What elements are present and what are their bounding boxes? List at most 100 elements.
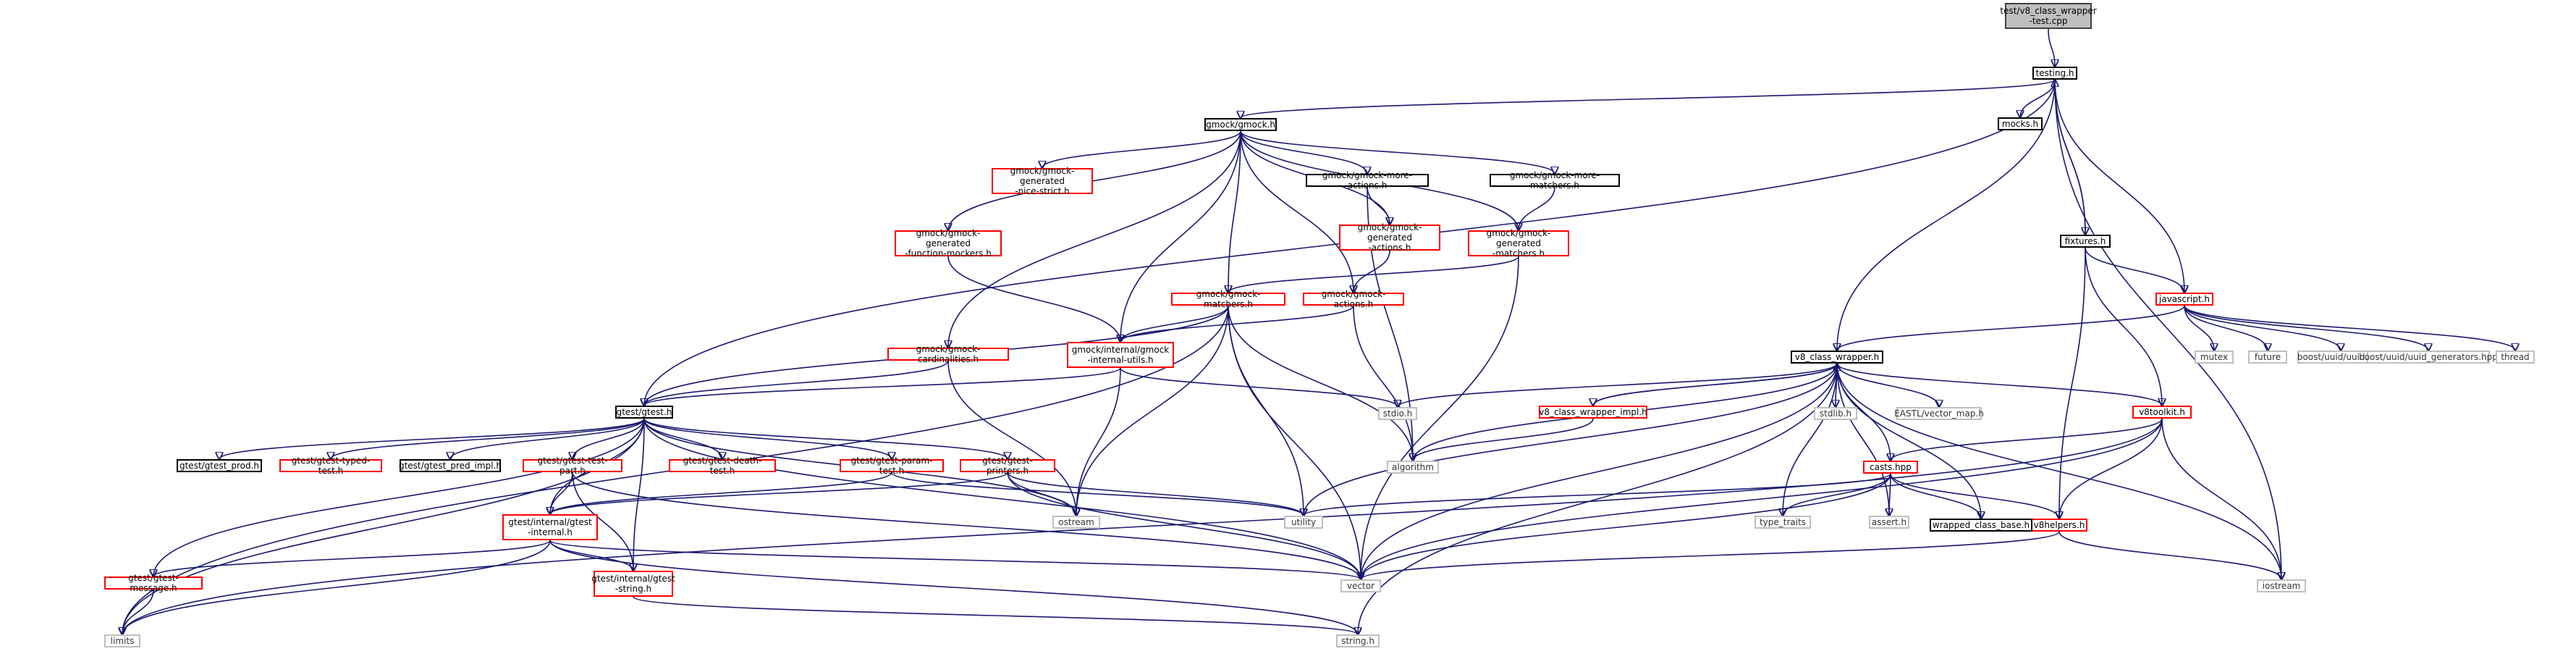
node-limits[interactable]: limits: [104, 634, 140, 647]
edge-gmock_internal_utils-to-stdio: [1120, 367, 1398, 407]
node-assert[interactable]: assert.h: [1869, 516, 1909, 529]
node-eastl-vector-map[interactable]: EASTL/vector_map.h: [1894, 407, 1984, 420]
edge-gmock_actions-to-algorithm: [1353, 305, 1413, 461]
edge-gtest-to-gtest_pred_impl: [450, 418, 645, 459]
node-gmock-actions[interactable]: gmock/gmock-actions.h: [1303, 289, 1404, 309]
edge-gmock-to-gg_function_mockers: [948, 130, 1241, 230]
edge-gmock-to-gmock_more_matchers: [1240, 130, 1555, 174]
edge-v8_class_wrapper-to-v8toolkit: [1836, 363, 2162, 406]
node-stdio[interactable]: stdio.h: [1378, 407, 1417, 420]
edge-gtest_param_test-to-utility: [891, 471, 1304, 516]
edge-root-to-testing: [2048, 28, 2055, 67]
node-v8-class-wrapper-impl[interactable]: v8_class_wrapper_impl.h: [1539, 406, 1647, 419]
edge-v8_class_wrapper_impl-to-algorithm: [1413, 418, 1594, 461]
edge-v8toolkit-to-limits: [122, 418, 2163, 634]
edge-gmock-to-gmock_matchers: [1228, 130, 1241, 293]
node-future[interactable]: future: [2248, 351, 2287, 364]
node-algorithm[interactable]: algorithm: [1387, 461, 1439, 474]
node-casts-hpp[interactable]: casts.hpp: [1863, 461, 1918, 474]
node-javascript-h[interactable]: javascript.h: [2155, 293, 2213, 306]
edge-gtest-to-gtest_printers: [643, 418, 1008, 459]
node-gmock-more-matchers[interactable]: gmock/gmock-more-matchers.h: [1490, 170, 1620, 190]
node-ostream[interactable]: ostream: [1052, 516, 1100, 529]
edge-gtest_param_test-to-gtest_internal: [550, 471, 892, 514]
edge-v8_class_wrapper-to-string: [1358, 363, 1838, 634]
node-testing-h[interactable]: testing.h: [2032, 67, 2077, 80]
node-gmock-internal-utils[interactable]: gmock/internal/gmock -internal-utils.h: [1067, 342, 1174, 368]
node-gmock-generated-matchers[interactable]: gmock/gmock-generated -matchers.h: [1468, 228, 1569, 259]
node-gmock-generated-function-mockers[interactable]: gmock/gmock-generated -function-mockers.…: [895, 228, 1002, 259]
edge-testing-to-v8_class_wrapper: [1837, 79, 2056, 351]
edge-gtest-to-gtest_prod: [219, 418, 645, 459]
edge-gg_matchers-to-gmock_matchers: [1228, 256, 1519, 293]
edge-testing-to-gmock: [1241, 79, 2056, 118]
edge-gmock-to-gmock_more_actions: [1240, 130, 1367, 174]
edge-v8toolkit-to-casts: [1891, 418, 2163, 461]
node-gtest-pred-impl[interactable]: gtest/gtest_pred_impl.h: [398, 459, 502, 472]
node-mutex[interactable]: mutex: [2195, 351, 2234, 364]
node-gtest-string[interactable]: gtest/internal/gtest -string.h: [591, 571, 675, 597]
node-stdlib[interactable]: stdlib.h: [1814, 407, 1857, 420]
node-gtest-prod[interactable]: gtest/gtest_prod.h: [177, 459, 262, 472]
node-gtest-internal[interactable]: gtest/internal/gtest -internal.h: [502, 514, 598, 540]
node-gmock-cardinalities[interactable]: gmock/gmock-cardinalities.h: [887, 344, 1009, 364]
node-type-traits[interactable]: type_traits: [1754, 516, 1811, 529]
node-gtest-param-test[interactable]: gtest/gtest-param-test.h: [840, 456, 944, 476]
edge-v8_class_wrapper-to-wrapped_class_base: [1836, 363, 1981, 519]
node-gmock-h[interactable]: gmock/gmock.h: [1204, 118, 1277, 131]
edge-casts-to-assert: [1889, 473, 1891, 516]
node-gtest-death-test[interactable]: gtest/gtest-death-test.h: [669, 456, 776, 476]
node-string[interactable]: string.h: [1336, 634, 1380, 647]
node-boost-uuid[interactable]: boost/uuid/uuid.hpp: [2297, 351, 2385, 364]
node-gtest-typed-test[interactable]: gtest/gtest-typed-test.h: [279, 456, 382, 476]
edge-v8_class_wrapper-to-assert: [1836, 363, 1889, 516]
edge-v8_class_wrapper-to-utility: [1304, 363, 1838, 516]
edge-fixtures-to-v8toolkit: [2085, 247, 2162, 406]
edge-v8_class_wrapper-to-eastl_vector_map: [1836, 363, 1939, 407]
edge-gmock_matchers-to-vector: [1228, 305, 1361, 579]
node-boost-uuid-generators[interactable]: boost/uuid/uuid_generators.hpp: [2359, 351, 2498, 364]
edge-casts-to-type_traits: [1783, 473, 1891, 516]
edge-v8toolkit-to-vector: [1361, 418, 2163, 579]
edge-v8helpers-to-vector: [1361, 531, 2060, 579]
node-gtest-message[interactable]: gtest/gtest-message.h: [104, 573, 203, 593]
edge-gtest_internal-to-gtest_string: [549, 540, 633, 571]
edge-gtest_internal-to-vector: [549, 540, 1361, 579]
edge-gtest-to-gtest_test_part: [573, 418, 645, 459]
node-iostream[interactable]: iostream: [2257, 579, 2306, 592]
node-gtest-test-part[interactable]: gtest/gtest-test-part.h: [523, 456, 622, 476]
node-gtest-h[interactable]: gtest/gtest.h: [615, 406, 673, 419]
edge-gmock_internal_utils-to-ostream: [1076, 367, 1121, 516]
node-root-test-cpp[interactable]: test/v8_class_wrapper -test.cpp: [2000, 3, 2097, 29]
edge-gg_function_mockers-to-gmock_internal_utils: [947, 256, 1120, 342]
node-gmock-generated-actions[interactable]: gmock/gmock-generated -actions.h: [1339, 222, 1440, 253]
edge-gtest-to-gtest_string: [633, 418, 645, 571]
edge-gmock_matchers-to-ostream: [1076, 305, 1229, 516]
node-utility[interactable]: utility: [1284, 516, 1323, 529]
edge-javascript-to-thread: [2184, 305, 2515, 351]
edge-fixtures-to-javascript: [2085, 247, 2184, 293]
node-gmock-generated-nice-strict[interactable]: gmock/gmock-generated -nice-strict.h: [992, 166, 1093, 196]
node-wrapped-class-base[interactable]: wrapped_class_base.h: [1930, 519, 2032, 532]
edge-casts-to-utility: [1304, 473, 1891, 516]
node-v8helpers[interactable]: v8helpers.h: [2031, 519, 2087, 532]
node-fixtures-h[interactable]: fixtures.h: [2060, 235, 2111, 248]
node-gmock-more-actions[interactable]: gmock/gmock-more-actions.h: [1306, 170, 1429, 190]
edge-gtest-to-vector: [643, 418, 1361, 579]
node-mocks-h[interactable]: mocks.h: [1998, 117, 2043, 130]
node-vector[interactable]: vector: [1340, 579, 1381, 592]
node-gmock-matchers[interactable]: gmock/gmock-matchers.h: [1171, 289, 1285, 309]
edge-testing-to-javascript: [2054, 79, 2184, 293]
edge-fixtures-to-testing: [2055, 80, 2086, 235]
edge-fixtures-to-v8helpers: [2059, 247, 2086, 519]
edge-gg_actions-to-gmock_actions: [1354, 250, 1390, 293]
node-v8toolkit[interactable]: v8toolkit.h: [2132, 406, 2192, 419]
edge-gg_matchers-to-vector: [1361, 256, 1519, 579]
node-v8-class-wrapper[interactable]: v8_class_wrapper.h: [1791, 351, 1883, 364]
node-thread[interactable]: thread: [2496, 351, 2535, 364]
node-gtest-printers[interactable]: gtest/gtest-printers.h: [960, 456, 1055, 476]
edge-v8toolkit-to-iostream: [2161, 418, 2281, 579]
edge-javascript-to-future: [2184, 305, 2268, 351]
